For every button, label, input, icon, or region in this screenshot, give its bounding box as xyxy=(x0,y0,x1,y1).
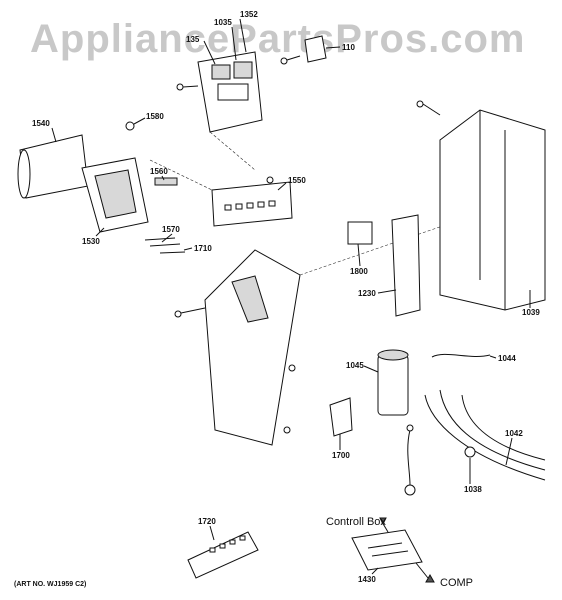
label-1550: 1550 xyxy=(288,176,306,185)
leader-lines xyxy=(51,18,531,575)
transformer-1800 xyxy=(347,221,373,245)
label-1352: 1352 xyxy=(240,10,258,19)
label-1540: 1540 xyxy=(32,119,50,128)
control-panel xyxy=(204,249,301,446)
remote-body xyxy=(187,531,259,579)
label-1560: 1560 xyxy=(150,167,168,176)
bracket-1700 xyxy=(329,397,353,437)
label-1710: 1710 xyxy=(194,244,212,253)
label-1530: 1530 xyxy=(82,237,100,246)
display-housing-1530 xyxy=(81,121,186,254)
label-1230: 1230 xyxy=(358,289,376,298)
screw xyxy=(174,310,182,318)
label-1800: 1800 xyxy=(350,267,368,276)
label-1720: 1720 xyxy=(198,517,216,526)
screw xyxy=(288,364,296,372)
switch-1100 xyxy=(304,35,327,63)
screw xyxy=(176,83,184,91)
vent-grille xyxy=(231,275,269,323)
label-1570: 1570 xyxy=(162,225,180,234)
front-grille-1540 xyxy=(17,134,89,199)
relay-2 xyxy=(233,61,253,79)
front-cover-edge xyxy=(17,149,31,199)
screw xyxy=(280,57,288,65)
label-1038: 1038 xyxy=(464,485,482,494)
control-board-assembly xyxy=(176,35,327,171)
wiring-label xyxy=(351,529,423,571)
strain-relief-1038 xyxy=(464,446,476,458)
wire-1044 xyxy=(431,353,491,358)
part-labels: 1352 1035 135 110 1540 1580 1560 1550 15… xyxy=(32,10,540,584)
label-1042: 1042 xyxy=(505,429,523,438)
wire-harness xyxy=(404,389,546,496)
board-terminal xyxy=(217,83,249,101)
art-number: (ART NO. WJ1959 C2) xyxy=(14,581,86,588)
bracket-1230 xyxy=(391,214,421,317)
lens-1560 xyxy=(154,177,178,186)
ground-terminal xyxy=(404,484,416,496)
capacitor xyxy=(377,354,409,416)
label-1039: 1039 xyxy=(522,308,540,317)
capacitor-bracket-1230 xyxy=(347,214,421,317)
label-135x: 135 xyxy=(186,35,200,44)
control-panel-housing xyxy=(174,219,461,446)
label-1044: 1044 xyxy=(498,354,516,363)
button-1580 xyxy=(125,121,135,131)
cabinet xyxy=(439,109,546,311)
remote-control-1720 xyxy=(187,531,259,579)
display-board-1550 xyxy=(149,159,293,227)
cabinet-1039 xyxy=(416,100,546,311)
screw xyxy=(406,424,414,432)
screw xyxy=(283,426,291,434)
relay-1 xyxy=(211,64,231,80)
label-1700: 1700 xyxy=(332,451,350,460)
display-window xyxy=(94,169,137,219)
label-1045: 1045 xyxy=(346,361,364,370)
label-1580: 1580 xyxy=(146,112,164,121)
capacitor-1045 xyxy=(377,349,409,416)
legend-control-box: Controll Box xyxy=(326,516,386,528)
screw xyxy=(416,100,424,108)
legend-comp: COMP xyxy=(440,577,473,589)
label-1035: 1035 xyxy=(214,18,232,27)
wiring-diagram-1430 xyxy=(351,517,435,583)
label-1100: 110 xyxy=(342,43,355,52)
label-1430: 1430 xyxy=(358,575,376,584)
watermark: AppliancePartsPros.com xyxy=(30,17,526,61)
